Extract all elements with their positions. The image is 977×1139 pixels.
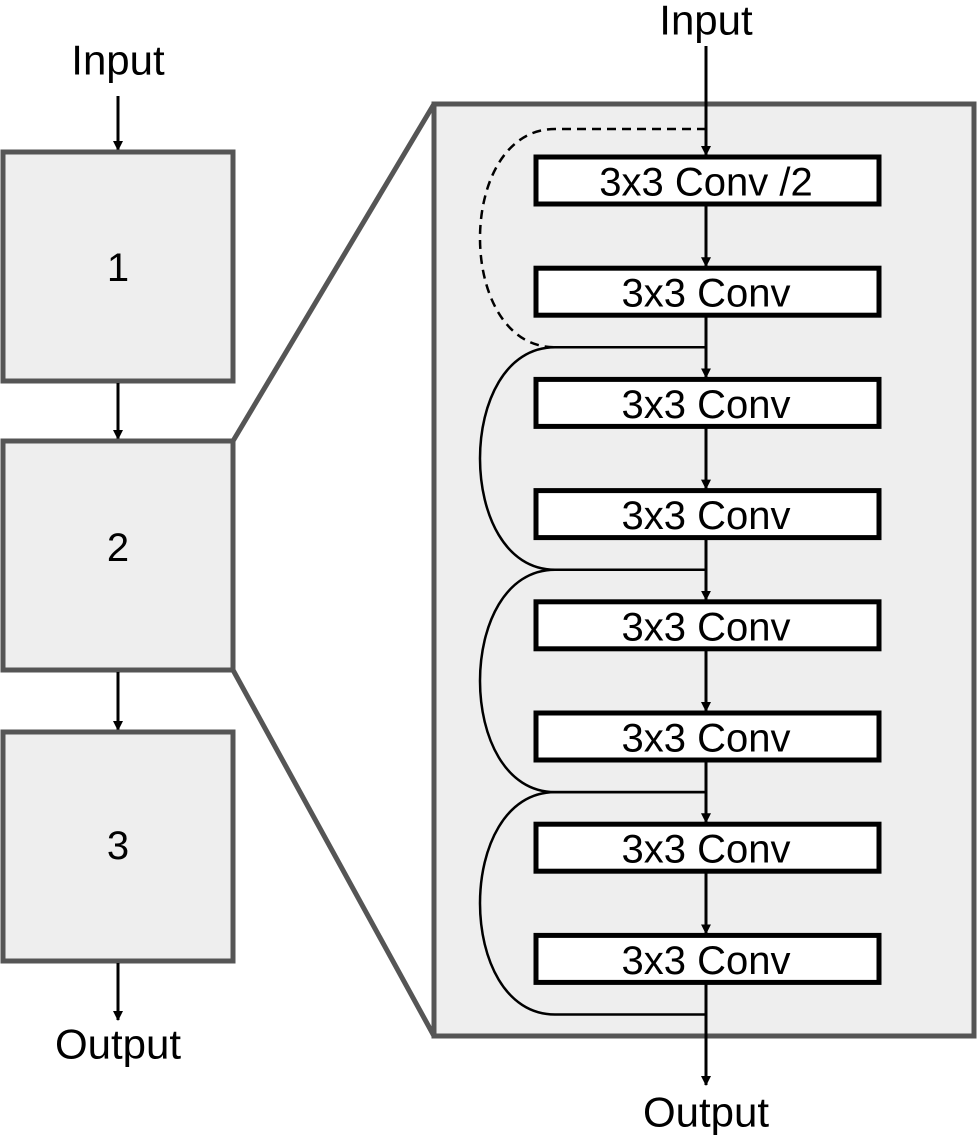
stage-1-box bbox=[0, 149, 236, 384]
conv-layer: 3x3 Conv /2 bbox=[533, 154, 882, 207]
conv-layer-label: 3x3 Conv bbox=[622, 383, 791, 427]
conv-layer-label: 3x3 Conv bbox=[622, 494, 791, 538]
skip-connection bbox=[478, 790, 706, 1016]
conv-layer-label: 3x3 Conv bbox=[622, 717, 791, 761]
conv-layer-label: 3x3 Conv bbox=[622, 272, 791, 316]
conv-layer-label: 3x3 Conv bbox=[622, 828, 791, 872]
zoom-connector-bottom bbox=[230, 668, 437, 1038]
stage-2-box bbox=[0, 438, 236, 673]
stage-3-label: 3 bbox=[107, 824, 129, 868]
conv-layer: 3x3 Conv bbox=[533, 265, 882, 318]
detail-output-label: Output bbox=[643, 1089, 769, 1136]
conv-layer-box bbox=[533, 154, 882, 207]
conv-layer: 3x3 Conv bbox=[533, 599, 882, 652]
left-input-label: Input bbox=[71, 37, 165, 84]
conv-layer-box bbox=[533, 488, 882, 541]
conv-layer: 3x3 Conv bbox=[533, 932, 882, 985]
stage-3-box bbox=[0, 729, 236, 964]
conv-layers: 3x3 Conv /2 3x3 Conv 3x3 Conv 3x3 Conv 3x3 C… bbox=[533, 154, 882, 985]
conv-layer-box bbox=[533, 265, 882, 318]
stage-1-label: 1 bbox=[107, 246, 129, 290]
skip-connections bbox=[478, 127, 706, 1016]
conv-layer-box bbox=[533, 599, 882, 652]
conv-layer: 3x3 Conv bbox=[533, 821, 882, 874]
conv-layer: 3x3 Conv bbox=[533, 488, 882, 541]
conv-layer-label: 3x3 Conv bbox=[622, 605, 791, 649]
conv-layer: 3x3 Conv bbox=[533, 710, 882, 763]
conv-layer-box bbox=[533, 932, 882, 985]
detail-input-label: Input bbox=[659, 0, 753, 44]
conv-layer-box bbox=[533, 376, 882, 429]
conv-layer: 3x3 Conv bbox=[533, 376, 882, 429]
skip-connection bbox=[478, 568, 706, 794]
stage-2-label: 2 bbox=[107, 526, 129, 570]
conv-layer-box bbox=[533, 710, 882, 763]
left-output-label: Output bbox=[55, 1021, 181, 1068]
skip-connection bbox=[478, 346, 706, 571]
conv-layer-box bbox=[533, 821, 882, 874]
zoom-connector-top bbox=[230, 102, 437, 443]
conv-layer-label: 3x3 Conv /2 bbox=[599, 161, 812, 205]
conv-layer-label: 3x3 Conv bbox=[622, 939, 791, 983]
